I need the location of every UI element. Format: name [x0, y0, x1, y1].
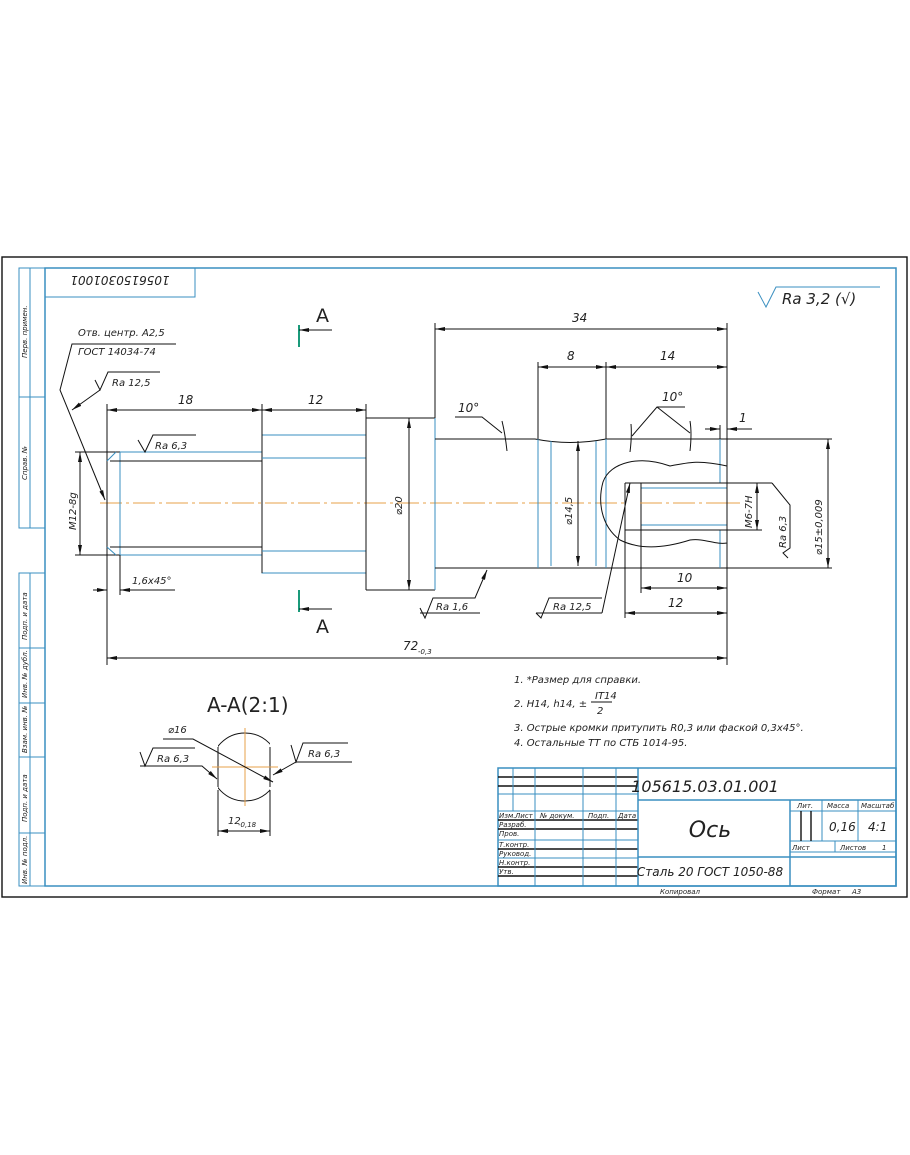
strip-label: Подп. и дата	[21, 774, 29, 822]
stamp-number: 1056150301001	[70, 273, 169, 287]
strip-label: Подп. и дата	[21, 592, 29, 640]
svg-text:Ra 6,3: Ra 6,3	[778, 516, 789, 548]
svg-text:Масса: Масса	[827, 802, 849, 810]
svg-text:Утв.: Утв.	[499, 868, 514, 876]
dimensions: 18 12 34 8 14 10° 10° 1 M12-8g 1,6x45° ⌀	[68, 311, 832, 665]
svg-text:34: 34	[572, 311, 587, 325]
svg-text:А3: А3	[851, 888, 861, 896]
svg-text:Масштаб: Масштаб	[861, 802, 895, 810]
svg-text:1: 1	[882, 844, 886, 852]
strip-label: Перв. примен.	[21, 305, 29, 358]
svg-text:⌀20: ⌀20	[394, 496, 405, 515]
part-name: Ось	[689, 818, 731, 843]
svg-text:10°: 10°	[662, 390, 683, 404]
svg-text:0,16: 0,16	[829, 820, 856, 834]
svg-text:4:1: 4:1	[868, 820, 887, 834]
svg-text:Копировал: Копировал	[660, 888, 701, 896]
svg-text:3. Острые кромки притупить R0,: 3. Острые кромки притупить R0,3 или фаск…	[514, 723, 804, 734]
shaft-main-view	[106, 417, 740, 591]
svg-text:Ra 6,3: Ra 6,3	[308, 749, 340, 760]
svg-text:-0,3: -0,3	[418, 648, 432, 656]
section-a-a: A-A(2:1) ⌀16 Ra 6,3 Ra 6,3 12 -0,18	[139, 693, 352, 836]
svg-text:1. *Размер для справки.: 1. *Размер для справки.	[514, 675, 641, 686]
svg-text:10°: 10°	[458, 401, 479, 415]
svg-text:8: 8	[567, 349, 575, 363]
strip-label: Инв. № дубл.	[21, 650, 29, 698]
svg-text:4. Остальные ТТ по СТБ 1014-95: 4. Остальные ТТ по СТБ 1014-95.	[514, 738, 687, 749]
stamp-box	[44, 267, 196, 298]
svg-text:Т.контр.: Т.контр.	[499, 841, 529, 849]
section-mark-top: A	[298, 305, 332, 347]
svg-text:Формат: Формат	[812, 888, 841, 896]
svg-text:Н.контр.: Н.контр.	[499, 859, 530, 867]
svg-text:⌀14,5: ⌀14,5	[564, 497, 575, 525]
svg-text:Ra 6,3: Ra 6,3	[155, 441, 187, 452]
doc-number: 105615.03.01.001	[631, 777, 779, 796]
side-strip: Перв. примен. Справ. № Подп. и дата Инв.…	[18, 267, 46, 887]
svg-text:12: 12	[308, 393, 323, 407]
outer-frame	[1, 256, 908, 898]
svg-text:№ докум.: № докум.	[539, 812, 575, 820]
svg-text:Отв. центр. А2,5: Отв. центр. А2,5	[78, 328, 165, 339]
svg-text:14: 14	[660, 349, 675, 363]
section-mark-bottom: A	[298, 590, 332, 638]
svg-text:A: A	[316, 305, 329, 327]
title-block: Изм. Лист № докум. Подп. Дата Разраб. Пр…	[497, 767, 897, 896]
svg-text:Ra 6,3: Ra 6,3	[157, 754, 189, 765]
svg-text:Ra 1,6: Ra 1,6	[436, 602, 468, 613]
svg-text:2: 2	[597, 706, 603, 717]
strip-label: Взам. инв. №	[21, 705, 29, 753]
strip-label: Справ. №	[21, 446, 29, 480]
svg-text:Подп.: Подп.	[588, 812, 609, 820]
svg-text:1,6x45°: 1,6x45°	[132, 576, 172, 587]
strip-label: Инв. № подл.	[21, 836, 29, 884]
roughness-symbols: Ra 12,5 Ra 6,3 Ra 1,6 Ra 12,5 Ra 6,3	[71, 371, 791, 620]
svg-text:Лит.: Лит.	[796, 802, 813, 810]
svg-text:Листов: Листов	[839, 844, 866, 852]
svg-text:Лист: Лист	[514, 812, 534, 820]
svg-text:18: 18	[178, 393, 194, 407]
svg-text:12: 12	[228, 816, 241, 827]
svg-text:Пров.: Пров.	[499, 830, 519, 838]
svg-text:10: 10	[677, 571, 693, 585]
svg-text:Руковод.: Руковод.	[499, 850, 531, 858]
svg-text:Ra 3,2 (√): Ra 3,2 (√)	[782, 290, 856, 308]
svg-text:2. H14, h14, ±: 2. H14, h14, ±	[514, 699, 587, 710]
svg-text:ГОСТ 14034-74: ГОСТ 14034-74	[78, 347, 156, 358]
svg-text:Дата: Дата	[617, 812, 636, 820]
general-roughness: Ra 3,2 (√)	[757, 286, 880, 309]
section-title: A-A(2:1)	[207, 693, 289, 717]
svg-text:Лист: Лист	[791, 844, 811, 852]
svg-text:Разраб.: Разраб.	[499, 821, 527, 829]
svg-text:Ra 12,5: Ra 12,5	[112, 378, 151, 389]
svg-text:Изм.: Изм.	[499, 812, 515, 820]
svg-text:IT14: IT14	[595, 691, 617, 702]
technical-notes: 1. *Размер для справки. 2. H14, h14, ± I…	[514, 675, 804, 749]
svg-text:Ra 12,5: Ra 12,5	[553, 602, 592, 613]
material: Сталь 20 ГОСТ 1050-88	[637, 865, 784, 879]
svg-text:M6-7H: M6-7H	[744, 495, 755, 528]
center-hole-callout: Отв. центр. А2,5 ГОСТ 14034-74	[59, 328, 176, 501]
svg-text:12: 12	[668, 596, 683, 610]
svg-text:-0,18: -0,18	[238, 821, 257, 829]
svg-text:1: 1	[739, 411, 747, 425]
svg-text:M12-8g: M12-8g	[68, 492, 79, 530]
svg-text:⌀16: ⌀16	[168, 725, 187, 736]
svg-text:72: 72	[403, 639, 418, 653]
svg-text:A: A	[316, 616, 329, 638]
svg-text:⌀15±0,009: ⌀15±0,009	[814, 499, 825, 555]
